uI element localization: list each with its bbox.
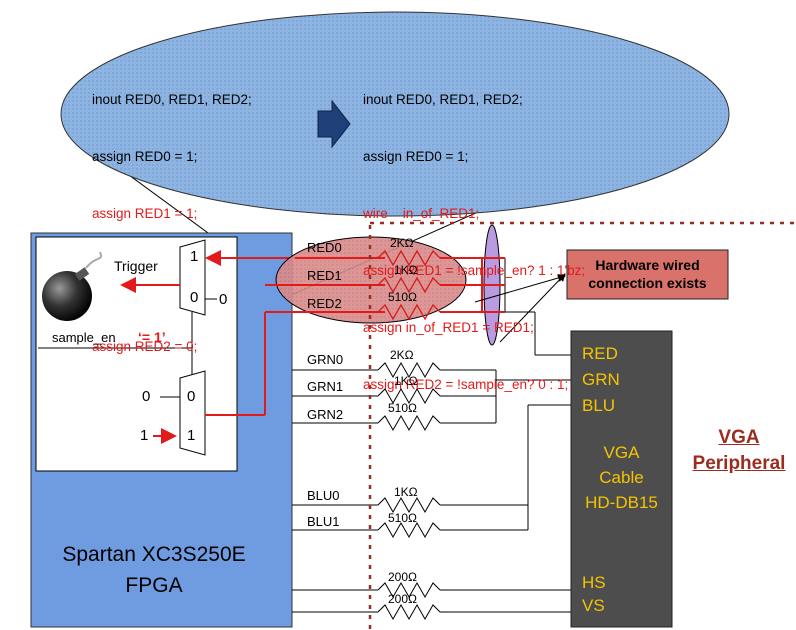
pin-red1: RED1: [307, 268, 342, 283]
res-red0: 2KΩ: [390, 236, 414, 250]
code-after: inout RED0, RED1, RED2; assign RED0 = 1;…: [363, 92, 586, 392]
res-hs: 200Ω: [388, 570, 417, 584]
pin-grn0: GRN0: [307, 352, 344, 367]
hardware-callout-box: [566, 249, 729, 300]
sample-en-value: ‘= 1’: [138, 329, 166, 345]
vga-port-grn: GRN: [582, 370, 620, 389]
transform-arrow-icon: [317, 99, 351, 149]
vga-cable-label: VGA Cable HD-DB15: [585, 443, 658, 512]
pin-grn2: GRN2: [307, 407, 344, 422]
mux1-out0-label: 0: [219, 291, 228, 308]
res-grn1: 1KΩ: [394, 374, 418, 388]
code-bubble: [60, 11, 730, 217]
fpga-title: Spartan XC3S250E FPGA: [62, 543, 246, 597]
mux1-in1-label: 1: [190, 248, 199, 265]
mux1-in0-label: 0: [190, 289, 199, 306]
pin-grn1: GRN1: [307, 379, 344, 394]
vga-port-vs: VS: [582, 596, 605, 615]
res-vs: 200Ω: [388, 592, 417, 606]
bomb-icon: [42, 251, 102, 321]
res-blu1: 510Ω: [388, 511, 417, 525]
peripheral-title: VGA Peripheral: [692, 427, 786, 474]
res-grn0: 2KΩ: [390, 348, 414, 362]
res-grn2: 510Ω: [388, 401, 417, 415]
vga-port-hs: HS: [582, 573, 606, 592]
code-before: inout RED0, RED1, RED2; assign RED0 = 1;…: [92, 92, 252, 354]
res-blu0: 1KΩ: [394, 485, 418, 499]
mux2-in0-outside: 0: [142, 388, 151, 405]
mux2-in0-label: 0: [187, 388, 196, 405]
pin-red2: RED2: [307, 296, 342, 311]
res-red2: 510Ω: [388, 290, 417, 304]
pin-red0: RED0: [307, 240, 342, 255]
callout-text: Hardware wired connection exists: [588, 257, 707, 291]
vga-port-red: RED: [582, 344, 618, 363]
sample-en-label: sample_en: [52, 330, 116, 345]
mux2-in1-label: 1: [187, 427, 196, 444]
vga-port-blu: BLU: [582, 396, 616, 415]
trigger-label: Trigger: [114, 258, 158, 274]
pin-blu0: BLU0: [307, 488, 340, 503]
trigger-mux: [179, 239, 206, 316]
sample-mux: [179, 370, 206, 456]
pin-blu1: BLU1: [307, 514, 340, 529]
vga-connector-box: [570, 330, 673, 628]
res-red1: 1KΩ: [394, 263, 418, 277]
mux2-in1-outside: 1: [140, 427, 149, 444]
